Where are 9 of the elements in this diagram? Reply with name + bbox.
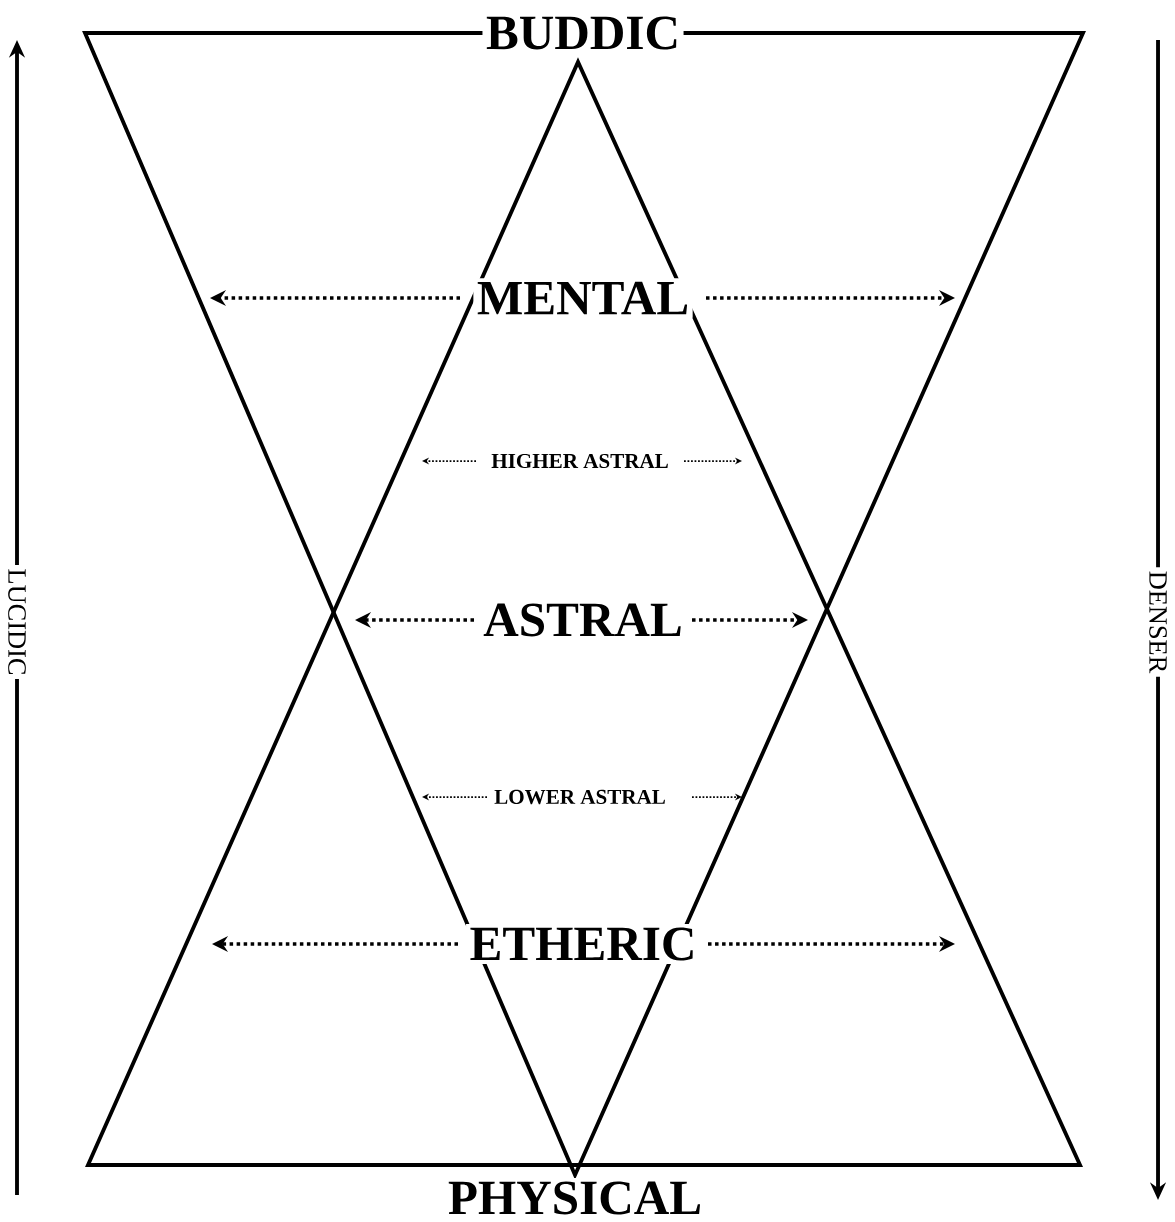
sub-plane-label: HIGHER ASTRAL <box>487 450 673 472</box>
axis-label: LUCIDIC <box>4 565 30 679</box>
plane-label: BUDDIC <box>482 12 684 54</box>
plane-label: PHYSICAL <box>444 1178 706 1219</box>
sub-plane-label: LOWER ASTRAL <box>490 786 670 808</box>
axis-label: DENSER <box>1145 567 1171 677</box>
plane-label: MENTAL <box>473 278 693 318</box>
plane-label: ASTRAL <box>479 599 687 641</box>
plane-label: ETHERIC <box>466 923 700 965</box>
